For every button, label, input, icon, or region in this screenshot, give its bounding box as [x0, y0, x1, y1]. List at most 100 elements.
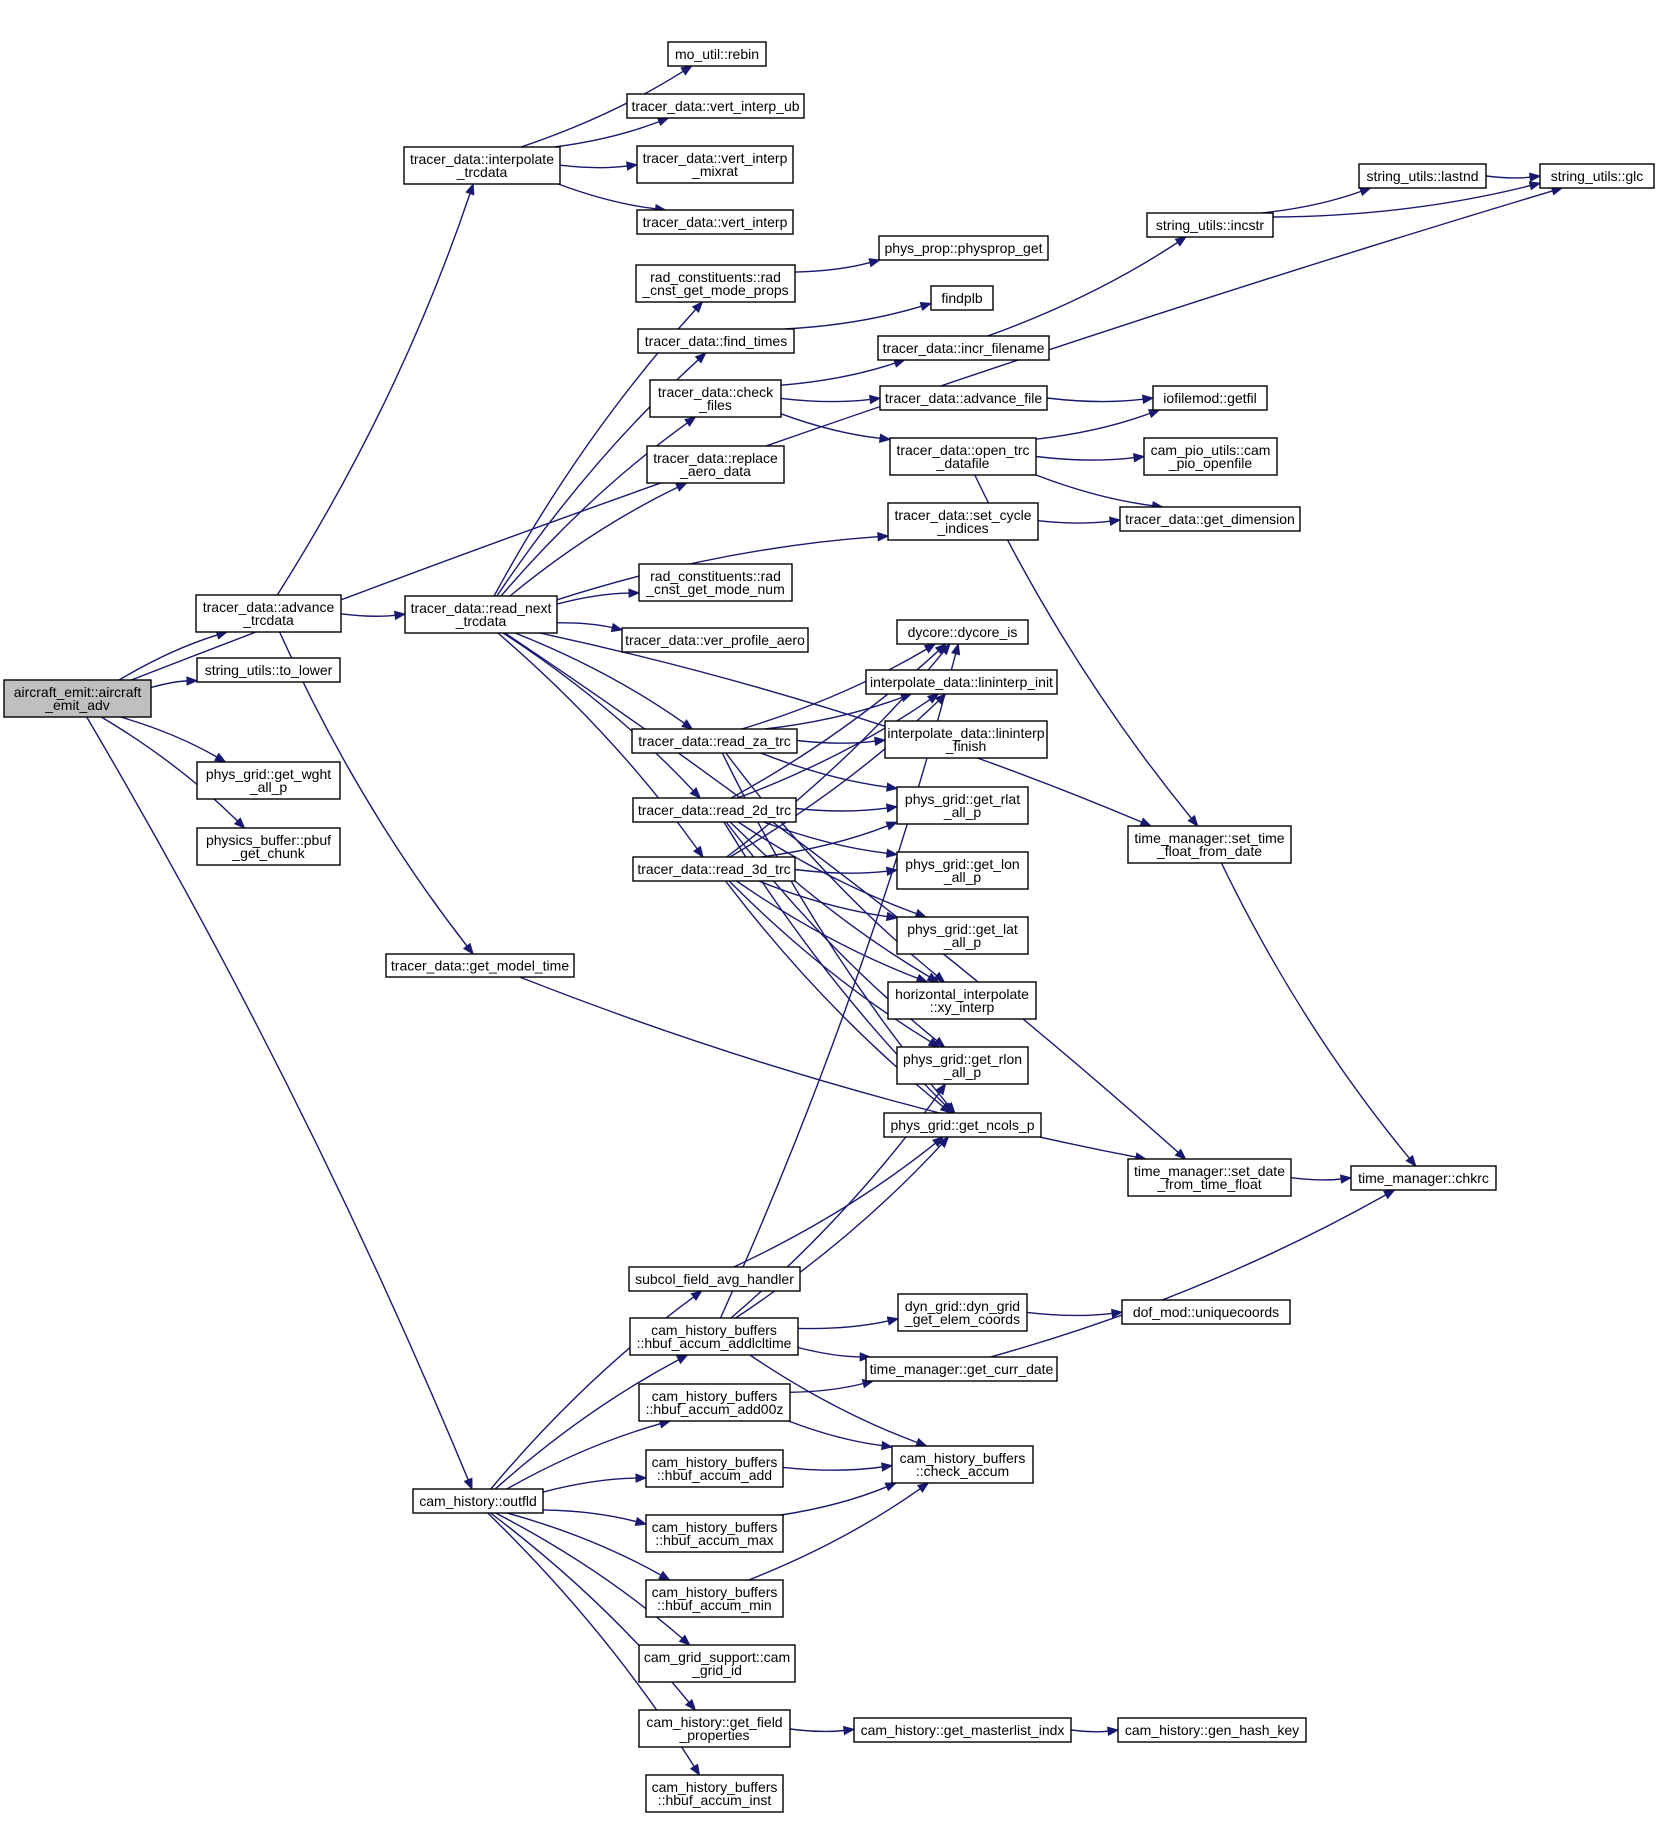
- node-box: [896, 851, 1029, 890]
- node-verprof[interactable]: tracer_data::ver_profile_aero: [621, 627, 809, 653]
- node-findplb[interactable]: findplb: [930, 285, 994, 311]
- node-interp[interactable]: tracer_data::interpolate_trcdata: [403, 146, 561, 185]
- node-lat[interactable]: phys_grid::get_lat_all_p: [896, 916, 1029, 955]
- node-ncols[interactable]: phys_grid::get_ncols_p: [883, 1112, 1042, 1138]
- node-getdim[interactable]: tracer_data::get_dimension: [1119, 506, 1301, 532]
- node-setcycle[interactable]: tracer_data::set_cycle_indices: [887, 502, 1039, 541]
- node-vub[interactable]: tracer_data::vert_interp_ub: [626, 93, 805, 119]
- arrowhead-icon: [213, 752, 227, 763]
- node-dycore[interactable]: dycore::dycore_is: [896, 619, 1029, 645]
- node-label: phys_grid::get_lat: [907, 921, 1018, 937]
- node-rlon[interactable]: phys_grid::get_rlon_all_p: [896, 1046, 1029, 1085]
- node-checkfiles[interactable]: tracer_data::check_files: [649, 379, 782, 418]
- arrowhead-icon: [933, 971, 946, 983]
- node-chkrc[interactable]: time_manager::chkrc: [1350, 1165, 1497, 1191]
- arrowhead-icon: [684, 1698, 697, 1712]
- node-readnext[interactable]: tracer_data::read_next_trcdata: [404, 595, 558, 634]
- arrowhead-icon: [919, 301, 933, 311]
- node-modenum[interactable]: rad_constituents::rad_cnst_get_mode_num: [638, 563, 793, 602]
- node-physprop[interactable]: phys_prop::physprop_get: [878, 235, 1049, 261]
- edge-line: [1290, 1177, 1342, 1181]
- arrowhead-icon: [879, 433, 892, 443]
- node-label: cam_history_buffers: [652, 1454, 778, 1470]
- node-addlcl[interactable]: cam_history_buffers::hbuf_accum_addlclti…: [629, 1317, 799, 1356]
- node-rlat[interactable]: phys_grid::get_rlat_all_p: [896, 786, 1029, 825]
- node-label: phys_grid::get_ncols_p: [891, 1117, 1035, 1133]
- node-elemcoords[interactable]: dyn_grid::dyn_grid_get_elem_coords: [897, 1293, 1028, 1332]
- node-box: [891, 1445, 1034, 1484]
- node-checkaccum[interactable]: cam_history_buffers::check_accum: [891, 1445, 1034, 1484]
- node-zatrc[interactable]: tracer_data::read_za_trc: [631, 728, 798, 754]
- arrowhead-icon: [1358, 187, 1372, 197]
- edge-line: [1485, 175, 1531, 179]
- node-label: tracer_data::set_cycle: [895, 507, 1032, 523]
- node-label: ::check_accum: [916, 1463, 1009, 1479]
- arrowhead-icon: [881, 1440, 894, 1451]
- node-pioopen[interactable]: cam_pio_utils::cam_pio_openfile: [1143, 437, 1278, 476]
- node-fieldprops[interactable]: cam_history::get_field_properties: [638, 1709, 791, 1748]
- node-findtimes[interactable]: tracer_data::find_times: [637, 328, 795, 354]
- node-uniquecoords[interactable]: dof_mod::uniquecoords: [1121, 1299, 1291, 1325]
- node-subcol[interactable]: subcol_field_avg_handler: [628, 1266, 801, 1292]
- node-accinst[interactable]: cam_history_buffers::hbuf_accum_inst: [645, 1774, 784, 1813]
- node-modeltime[interactable]: tracer_data::get_model_time: [385, 953, 575, 978]
- arrowhead-icon: [1383, 1189, 1396, 1200]
- node-label: tracer_data::open_trc: [896, 442, 1029, 458]
- node-incstr[interactable]: string_utils::incstr: [1146, 212, 1274, 238]
- node-lastnd[interactable]: string_utils::lastnd: [1358, 163, 1487, 189]
- node-xyinterp[interactable]: horizontal_interpolate::xy_interp: [887, 981, 1037, 1020]
- node-vmix[interactable]: tracer_data::vert_interp_mixrat: [636, 145, 794, 184]
- arrowhead-icon: [1142, 394, 1155, 404]
- arrowhead-icon: [915, 1437, 928, 1447]
- node-box: [631, 728, 798, 754]
- node-masterlist[interactable]: cam_history::get_masterlist_indx: [853, 1717, 1072, 1743]
- node-accadd[interactable]: cam_history_buffers::hbuf_accum_add: [645, 1449, 784, 1488]
- node-label: ::xy_interp: [930, 999, 995, 1015]
- node-wght[interactable]: phys_grid::get_wght_all_p: [196, 761, 341, 800]
- node-currdate[interactable]: time_manager::get_curr_date: [865, 1356, 1058, 1382]
- node-lininit[interactable]: interpolate_data::lininterp_init: [865, 669, 1058, 695]
- node-genhash[interactable]: cam_history::gen_hash_key: [1117, 1717, 1307, 1743]
- node-outfld[interactable]: cam_history::outfld: [412, 1488, 544, 1514]
- arrowhead-icon: [935, 1082, 947, 1096]
- node-glc[interactable]: string_utils::glc: [1539, 163, 1655, 189]
- arrowhead-icon: [691, 301, 704, 313]
- call-edge-fieldprops-to-masterlist: [789, 1725, 856, 1736]
- node-gridid[interactable]: cam_grid_support::cam_grid_id: [638, 1644, 796, 1683]
- node-modeprops[interactable]: rad_constituents::rad_cnst_get_mode_prop…: [635, 264, 796, 303]
- node-getfil[interactable]: iofilemod::getfil: [1152, 385, 1268, 411]
- edge-line: [556, 592, 630, 605]
- edge-line: [733, 1142, 936, 1268]
- edge-line: [736, 880, 919, 980]
- node-setdatefloat[interactable]: time_manager::set_date_from_time_float: [1127, 1158, 1292, 1197]
- node-label: dof_mod::uniquecoords: [1133, 1304, 1279, 1320]
- node-accmin[interactable]: cam_history_buffers::hbuf_accum_min: [645, 1579, 784, 1618]
- node-linfin[interactable]: interpolate_data::lininterp_finish: [884, 720, 1048, 759]
- edge-line: [542, 1509, 637, 1523]
- node-accmax[interactable]: cam_history_buffers::hbuf_accum_max: [645, 1514, 784, 1553]
- node-box: [887, 981, 1037, 1020]
- edge-line: [502, 632, 694, 792]
- call-edge-readnext-to-settimefloat: [539, 632, 1153, 827]
- node-opentrc[interactable]: tracer_data::open_trc_datafile: [889, 437, 1037, 476]
- edge-line: [780, 362, 896, 386]
- node-vint[interactable]: tracer_data::vert_interp: [636, 209, 794, 235]
- node-rebin[interactable]: mo_util::rebin: [667, 41, 767, 67]
- call-edge-opentrc-to-pioopen: [1035, 453, 1146, 463]
- node-tolower[interactable]: string_utils::to_lower: [196, 657, 341, 683]
- node-lon[interactable]: phys_grid::get_lon_all_p: [896, 851, 1029, 890]
- edge-line: [795, 807, 888, 812]
- node-box: [621, 627, 809, 653]
- node-label: _trcdata: [456, 164, 508, 180]
- node-incrfn[interactable]: tracer_data::incr_filename: [877, 335, 1050, 361]
- node-root[interactable]: aircraft_emit::aircraft_emit_adv: [3, 679, 152, 718]
- node-add00z[interactable]: cam_history_buffers::hbuf_accum_add00z: [638, 1383, 791, 1422]
- node-replace[interactable]: tracer_data::replace_aero_data: [646, 445, 785, 484]
- node-settimefloat[interactable]: time_manager::set_time_float_from_date: [1127, 825, 1292, 864]
- node-trc3d[interactable]: tracer_data::read_3d_trc: [632, 856, 796, 882]
- node-trc2d[interactable]: tracer_data::read_2d_trc: [632, 797, 797, 823]
- arrowhead-icon: [884, 1482, 898, 1492]
- node-pbuf[interactable]: physics_buffer::pbuf_get_chunk: [196, 827, 341, 866]
- node-advfile[interactable]: tracer_data::advance_file: [879, 385, 1048, 411]
- node-adv[interactable]: tracer_data::advance_trcdata: [195, 594, 342, 633]
